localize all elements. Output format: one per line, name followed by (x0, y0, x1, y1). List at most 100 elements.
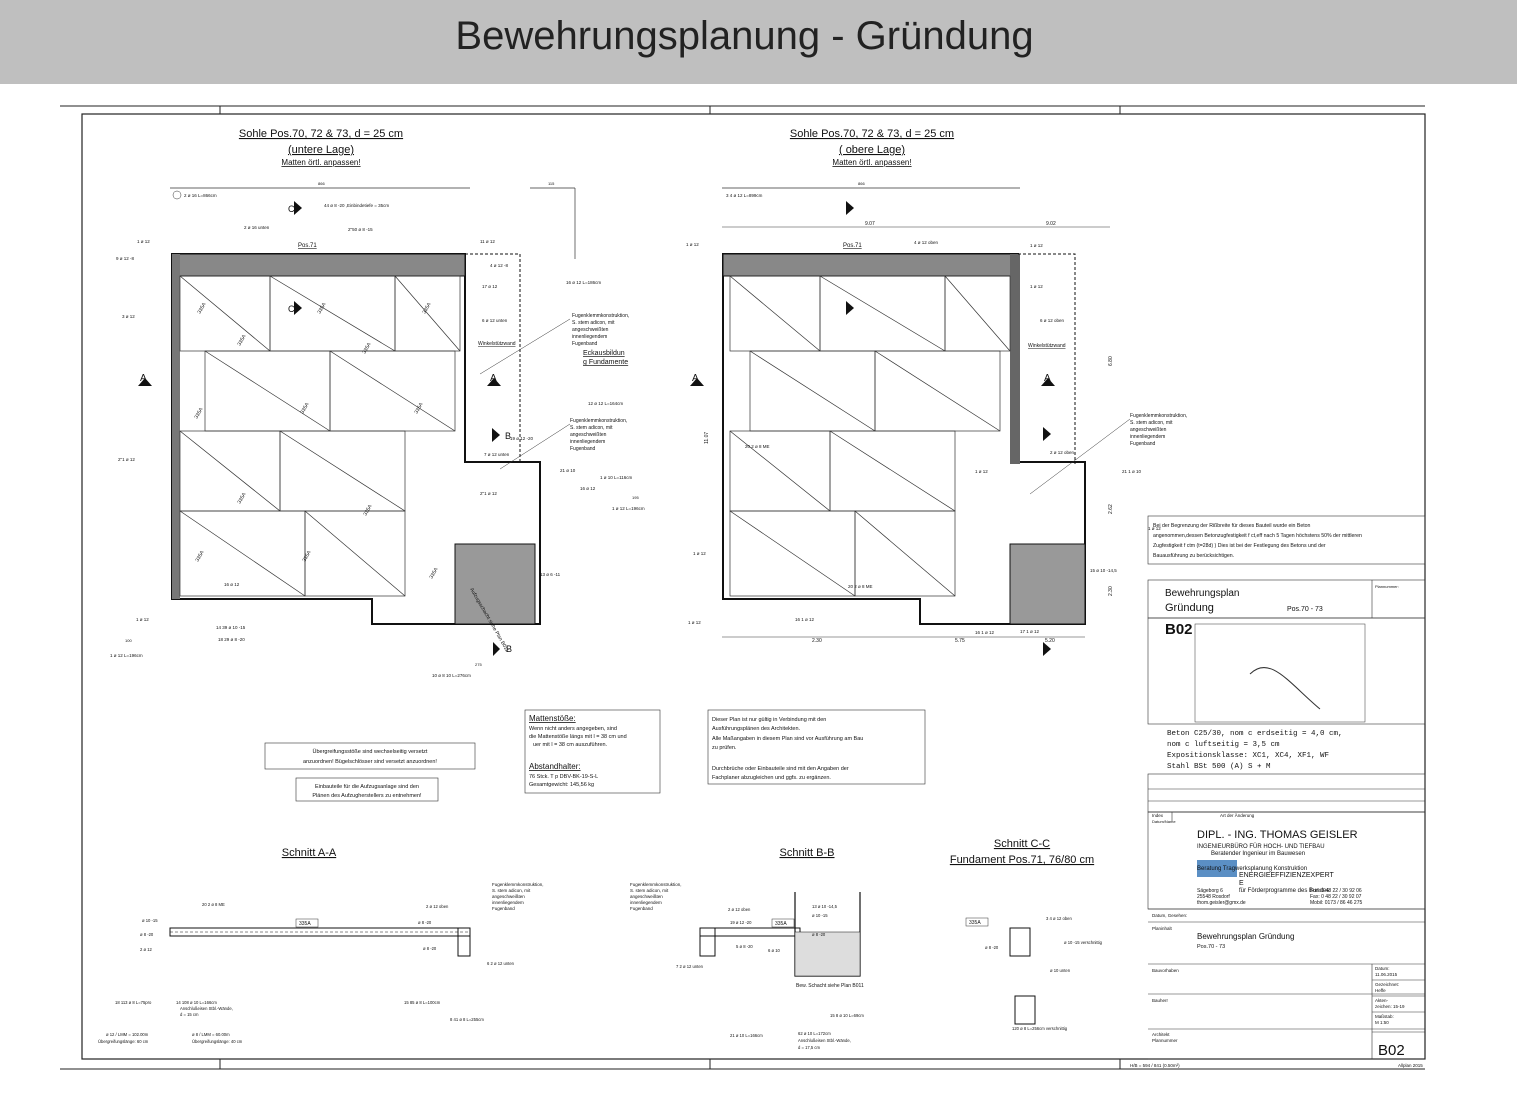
section-markers: A A B B C C (138, 201, 512, 656)
validity-line: Ausführungsplänen des Architekten. (712, 726, 801, 732)
section-b-marker: B (505, 431, 511, 441)
mat-label: 335A (300, 401, 311, 415)
firm-line: ENERGIEEFFIZIENZEXPERT (1239, 872, 1334, 879)
corner-label: g Fundamente (583, 359, 628, 366)
section-a-marker: A (140, 373, 147, 384)
overlap-note: Übergreifungsstöße sind wechselseitig ve… (313, 748, 428, 755)
bar-callout: ø 8 -20 (985, 945, 999, 950)
title-date-label: Datum: (1375, 966, 1390, 971)
joint-note-line: angeschweißten (570, 432, 607, 438)
bar-callout: 2"1 ø 12 (118, 457, 135, 462)
header-bar: Bewehrungsplanung - Gründung (0, 0, 1517, 84)
joint-note-line: Fugenband (1130, 441, 1156, 447)
joint-note-line: innenliegendem (1130, 434, 1165, 440)
validity-line: zu prüfen. (712, 745, 737, 751)
title-architekt: Architekt (1152, 1032, 1170, 1037)
bar-callout: 9 ø 12 -8 (116, 256, 135, 261)
spacer-line: Gesamtgewicht: 145,56 kg (529, 782, 594, 788)
bar-callout: 2 ø 12 oben (728, 907, 751, 912)
bar-callout: 1 ø 12 (1030, 243, 1043, 248)
firm-line: Beratung Tragwerksplanung Konstruktion (1197, 866, 1307, 872)
mat-labels: 335A 335A 335A 335A 335A 335A 335A 335A … (194, 301, 440, 580)
title-block: Bewehrungsplan Gründung Pos.70 - 73 Plan… (1130, 579, 1426, 1068)
firm-line: Beratender Ingenieur im Bauwesen (1211, 851, 1305, 857)
spacer-line: 76 Stck. T p DBV-BK-19-S-L (529, 774, 598, 780)
joint-note-line: angeschweißten (630, 894, 663, 899)
bar-callout: ø 8 -20 (423, 946, 437, 951)
bar-callout: 2 ø 12 oben (1050, 450, 1075, 455)
bar-callout: 12 ø 12 L=164cm (588, 401, 623, 406)
overlap-note: anzuordnen! Bügelschlösser sind versetzt… (303, 759, 437, 765)
bar-callout: ø 8 -20 (140, 932, 154, 937)
title-plannummer2: Plannummer (1152, 1038, 1178, 1043)
bar-callout: ø 8 -20 (418, 920, 432, 925)
mat-joints-line: Wenn nicht anders angegeben, sind (529, 726, 617, 732)
validity-line: Alle Maßangaben in diesem Plan sind vor … (712, 736, 863, 742)
joint-note-line: Fugenband (572, 341, 598, 347)
reinforcement-table (1194, 623, 1366, 723)
joint-note-line: S. stem adicon, mit (570, 425, 613, 431)
title-seen: Datum, Gesehen: (1152, 913, 1187, 918)
dim-907: 9.07 (865, 221, 875, 227)
bar-callout: 5 ø 8 -20 (736, 944, 753, 949)
title-file-label: Akten- (1375, 998, 1389, 1003)
section-mat-label: 335A (299, 921, 311, 927)
wall-label: Winkelstützwand (478, 341, 516, 347)
title-plan-sub: Gründung (1165, 602, 1214, 614)
title-date: 11.06.2015 (1375, 972, 1398, 977)
bar-callout: 16 ø 12 (224, 582, 240, 587)
mat-label: 335A (195, 549, 206, 563)
firm-phone: Mobil: 0173 / 86 46 275 (1310, 900, 1362, 906)
concrete-spec: nom c luftseitig = 3,5 cm (1167, 741, 1280, 749)
bar-callout: 2 ø 16 unten (244, 225, 270, 230)
bar-callout: 6 2 ø 12 unten (487, 961, 515, 966)
mat-label: 335A (302, 549, 313, 563)
crack-note-line: Bauausführung zu berücksichtigen. (1153, 553, 1234, 559)
bar-callout: ø 10 -15 verschnittig (1064, 940, 1103, 945)
bar-callout: 62 ø 10 L=172cm (798, 1031, 831, 1036)
title-pos: Pos.70 - 73 (1287, 606, 1323, 613)
bar-callout: 3 4 ø 12 oben (1046, 916, 1073, 921)
bar-callout: 16 ø 12 (580, 486, 596, 491)
bar-callout: 20 2 ø 8 ME (848, 584, 873, 589)
bar-callout: 1 ø 12 L=196cm (110, 653, 143, 658)
bar-callout: 8 41 ø 8 L=255cm (450, 1017, 484, 1022)
joint-note-line: innenliegendem (492, 900, 524, 905)
bar-callout: 15 8 ø 10 L=69cm (830, 1013, 864, 1018)
mat-label: 335A (362, 341, 373, 355)
bar-callout: 13 ø 6 -11 (540, 572, 561, 577)
mat-label: 335A (422, 301, 433, 315)
joint-note-line: Fugenklemmkonstruktion, (630, 882, 682, 887)
bar-callout: Anschlußeisen Stbl.-Wände, (180, 1006, 233, 1011)
mat-label: 335A (194, 406, 205, 420)
dim-680: 6.80 (1108, 356, 1114, 366)
title-scale: M 1:50 (1375, 1020, 1389, 1025)
dim-520: 5.75 (955, 638, 965, 644)
dim-115: 115 (548, 181, 555, 186)
section-a-marker: A (490, 373, 497, 384)
bar-callout: 1 ø 12 (693, 551, 706, 556)
bar-callout: 44 ø 8 -20 ,Einbindetiefe = 35cm (324, 203, 389, 208)
bar-callout: 2"1 ø 12 (480, 491, 497, 496)
drawing-sheet: Sohle Pos.70, 72 & 73, d = 25 cm (untere… (0, 84, 1517, 1102)
section-c-title: Schnitt C-C (994, 838, 1050, 850)
bar-callout: 15 ø 10 -14,5 (1090, 568, 1117, 573)
dim-230: 2.30 (1108, 586, 1114, 596)
bar-callout: ø 10 -15 (142, 918, 158, 923)
joint-note-1: Fugenklemmkonstruktion, S. stem adicon, … (572, 313, 629, 347)
crack-note-line: Zugfestigkeit f ctm (t=28d) ) Dies ist b… (1153, 543, 1326, 549)
title-size: H/B = 594 / 841 (0.50m²) (1130, 1063, 1180, 1068)
pos-label: Pos.71 (298, 243, 317, 249)
section-a-callouts: 20 2 ø 8 ME ø 10 -15 ø 8 -20 2 ø 12 2 ø … (98, 902, 515, 1044)
joint-note-line: S. stem adicon, mit (572, 320, 615, 326)
title-bauherr: Bauherr (1152, 998, 1169, 1003)
plan-right: Sohle Pos.70, 72 & 73, d = 25 cm ( obere… (686, 128, 1187, 656)
title-plan-label: Bewehrungsplan (1165, 588, 1240, 599)
title-drawn-label: Gezeichnet: (1375, 982, 1399, 987)
bar-callout: 2 ø 16 L=866cm (184, 193, 217, 198)
notes: Übergreifungsstöße sind wechselseitig ve… (264, 709, 926, 802)
crack-note-line: angenommen,dessen Betonzugfestigkeit f c… (1153, 533, 1362, 539)
joint-note-line: angeschweißten (1130, 427, 1167, 433)
bar-callout: 2"50 ø 8 -15 (348, 227, 373, 232)
section-c-marker: C (288, 204, 295, 214)
